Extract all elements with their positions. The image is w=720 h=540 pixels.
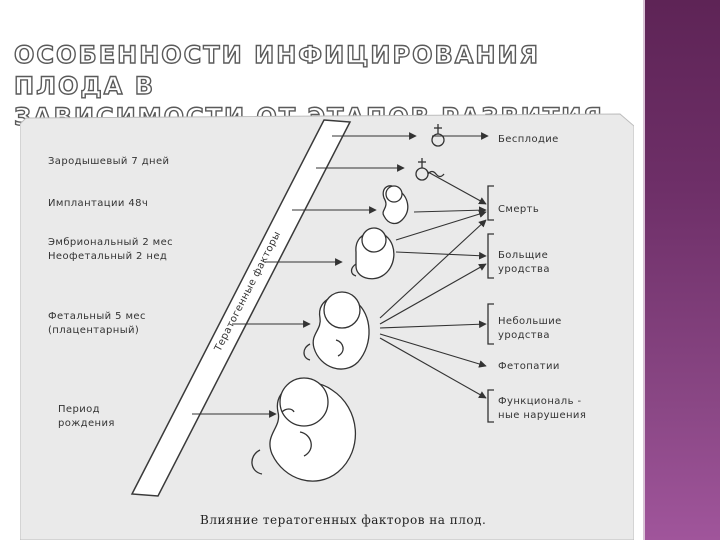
figure-caption: Влияние тератогенных факторов на плод. (200, 513, 486, 527)
stage-label-embryonic: Эмбриональный 2 мес (48, 237, 173, 248)
outcome-infertility: Бесплодие (498, 134, 559, 145)
outcome-fetopathy: Фетопатии (498, 361, 560, 372)
stage-label-neofetal: Неофетальный 2 нед (48, 251, 167, 262)
outcome-major-malformations-2: уродства (498, 264, 550, 275)
stage-label-birth-line-2: рождения (58, 418, 115, 429)
stage-label-fetal: Фетальный 5 мес (48, 311, 146, 322)
outcome-minor-malformations-2: уродства (498, 330, 550, 341)
outcome-major-malformations-1: Больщие (498, 250, 548, 261)
diagram-canvas: Тератогенные факторы Зародышевый 7 дней … (20, 112, 634, 540)
stage-label-zygote: Зародышевый 7 дней (48, 156, 169, 167)
decorative-side-band (643, 0, 720, 540)
stage-label-birth-line-1: Период (58, 404, 100, 415)
stage-label-implantation: Имплантации 48ч (48, 198, 148, 209)
outcome-death: Смерть (498, 204, 539, 215)
outcome-minor-malformations-1: Небольшие (498, 316, 562, 327)
slide-title-line-1: ОСОБЕННОСТИ ИНФИЦИРОВАНИЯ ПЛОДА В (14, 40, 634, 102)
teratogenic-diagram: Тератогенные факторы Зародышевый 7 дней … (20, 112, 634, 540)
stage-label-placental: (плацентарный) (48, 325, 139, 336)
outcome-functional-1: Функциональ - (498, 396, 581, 407)
outcome-functional-2: ные нарушения (498, 410, 586, 421)
